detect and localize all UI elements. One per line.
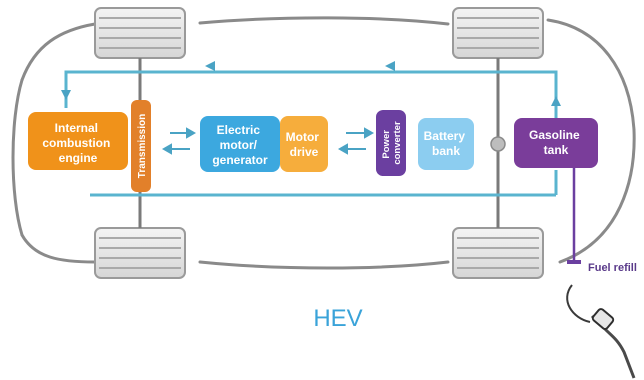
svg-text:Motor drive: Motor drive: [286, 130, 323, 159]
motor-label-line3: generator: [212, 153, 268, 167]
transmission: Transmission: [131, 100, 151, 192]
motor-drive: Motor drive: [280, 116, 328, 172]
rear-left-wheel: [452, 7, 544, 59]
svg-text:Battery bank: Battery bank: [424, 129, 469, 158]
gasoline-tank: Gasoline tank: [514, 118, 598, 168]
fuel-line: [567, 168, 581, 264]
arrow-down-to-engine: [61, 90, 71, 100]
svg-text:Gasoline tank: Gasoline tank: [529, 128, 583, 157]
engine-label-line3: engine: [59, 151, 98, 165]
front-left-wheel: [94, 7, 186, 59]
gasoline-tank-label-line2: tank: [544, 143, 569, 157]
battery-label-line1: Battery: [424, 129, 466, 143]
arrow-left-top-1: [205, 61, 215, 71]
fuel-refill-label: Fuel refill: [588, 262, 637, 274]
battery-label-line2: bank: [432, 144, 460, 158]
motor-drive-label-line2: drive: [290, 145, 319, 159]
front-right-wheel: [94, 227, 186, 279]
power-converter-label-line1: Power: [381, 130, 392, 159]
battery-bank: Battery bank: [418, 118, 474, 170]
bidirectional-arrows: [161, 127, 375, 155]
motor-drive-label-line1: Motor: [286, 130, 320, 144]
svg-text:Internal combustion: Internal combustion engine: [42, 121, 113, 165]
flow-arrows: [61, 61, 561, 106]
gasoline-tank-label-line1: Gasoline: [529, 128, 580, 142]
arrow-up-from-tank: [551, 96, 561, 106]
car-body-outline: [11, 16, 636, 270]
svg-text:Electric motor/ ge: Electric motor/ generator: [212, 123, 268, 167]
fuel-nozzle-icon: [566, 284, 636, 379]
electric-motor-generator: Electric motor/ generator: [200, 116, 280, 172]
power-converter: Power converter: [376, 110, 406, 176]
motor-label-line2: motor/: [220, 138, 258, 152]
arrow-left-top-2: [385, 61, 395, 71]
engine-label-line1: Internal: [55, 121, 98, 135]
svg-text:Power converter: Power converter: [381, 121, 403, 165]
diagram-caption: HEV: [313, 305, 362, 332]
power-converter-label-line2: converter: [392, 121, 403, 165]
rear-differential: [490, 136, 506, 152]
rear-right-wheel: [452, 227, 544, 279]
motor-label-line1: Electric: [217, 123, 261, 137]
engine-label-line2: combustion: [42, 136, 110, 150]
transmission-label: Transmission: [137, 114, 148, 178]
internal-combustion-engine: Internal combustion engine: [28, 112, 128, 170]
